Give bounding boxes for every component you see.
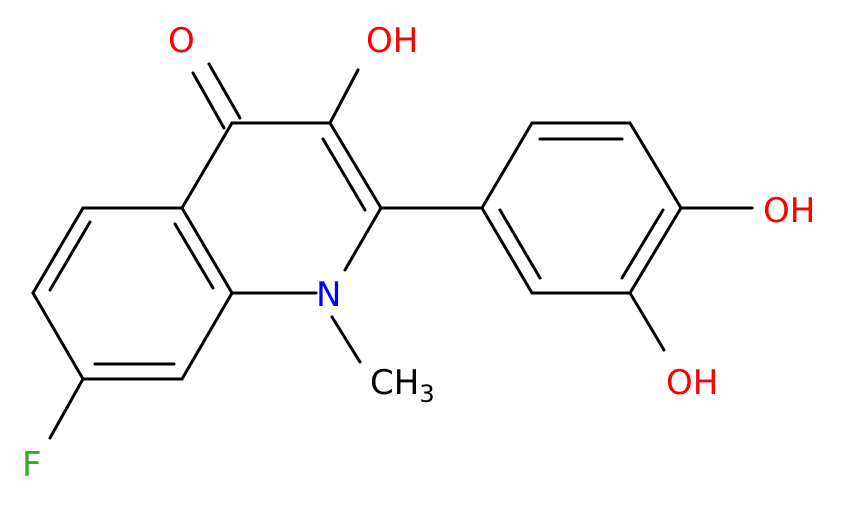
bond-c5p-oh (628, 291, 666, 352)
hydroxyl-3prime-label: OH (666, 363, 718, 403)
bond-c5-c6 (31, 206, 85, 295)
carbonyl-oxygen-label: O (168, 21, 195, 61)
hydroxyl-3-label: OH (366, 21, 418, 61)
bond-c3p-c4p (628, 121, 683, 210)
bond-c4-o-double-b (207, 62, 242, 120)
bond-c1p-c2p (480, 121, 534, 210)
methyl-label: CH3 (370, 363, 435, 408)
double-bond-set (48, 62, 665, 366)
bond-n-methyl (330, 315, 362, 364)
bond-c4-o-double-a (191, 71, 226, 130)
bond-c6p-c1p (480, 206, 534, 295)
bond-c5-c6-inner (48, 220, 92, 292)
hydroxyl-4prime-label: OH (763, 191, 815, 231)
bond-c3-c2-inner (321, 137, 367, 212)
bond-c4-c4a (180, 121, 234, 210)
bond-c2-n (343, 206, 383, 272)
nitrogen-label: N (316, 275, 341, 315)
bond-c6-c7 (31, 291, 85, 381)
fluorine-label: F (22, 445, 42, 485)
atom-labels: O OH OH OH N CH3 F (22, 21, 815, 485)
bond-c7-f (48, 377, 85, 440)
bond-c4a-c8a (180, 206, 234, 295)
bond-c3-oh (328, 68, 360, 125)
bond-c3-c2-double (328, 121, 383, 210)
bond-c6p-c1p-inner (498, 208, 542, 280)
bond-c4a-c8a-inner (173, 222, 215, 290)
bond-c4p-c5p-inner (620, 208, 665, 280)
bond-set (31, 68, 754, 440)
bond-c8-c8a (180, 291, 234, 381)
bond-c4p-c5p (628, 206, 683, 295)
